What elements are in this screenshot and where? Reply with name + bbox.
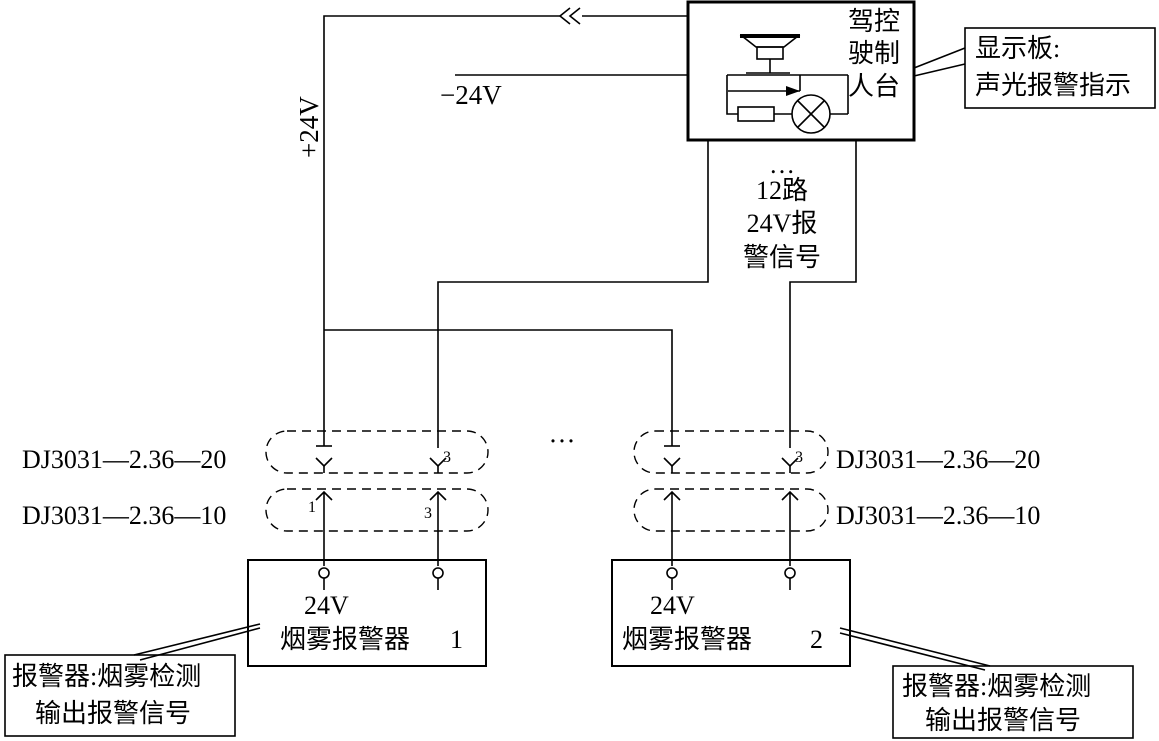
alarm-1-number: 1	[450, 625, 463, 654]
alarm-2-voltage: 24V	[650, 591, 695, 620]
negative-voltage-label: −24V	[440, 80, 502, 110]
alarm-1-callout: 报警器:烟雾检测 输出报警信号	[4, 623, 261, 737]
connector-left: DJ3031—2.36—20 DJ3031—2.36—10 1 3 3	[22, 430, 489, 566]
connector-left-top-model: DJ3031—2.36—20	[22, 445, 226, 474]
alarm-2-note-line-1: 报警器:烟雾检测	[902, 672, 1091, 701]
connector-right-bottom-model: DJ3031—2.36—10	[836, 501, 1040, 530]
alarm-2-name: 烟雾报警器	[622, 625, 752, 654]
driver-console: 驾控 驶制 人台	[686, 0, 916, 142]
resistor-icon	[737, 106, 775, 122]
alarm-2-terminal-1	[666, 567, 678, 579]
alarm-1-name: 烟雾报警器	[280, 625, 410, 654]
connector-left-pin-1-label: 1	[308, 499, 316, 516]
connector-right-top-model: DJ3031—2.36—20	[836, 445, 1040, 474]
signal-note-line-3: 24V报	[747, 209, 818, 238]
connector-left-top-plug	[265, 430, 489, 474]
connector-left-bottom-model: DJ3031—2.36—10	[22, 501, 226, 530]
signal-lines: … 12路 24V报 警信号	[437, 140, 857, 430]
connector-left-pin-3-bottom-label: 3	[424, 505, 432, 522]
alarm-1-terminal-1	[318, 567, 330, 579]
connector-left-pin-3-top-label: 3	[443, 449, 451, 466]
connector-right: DJ3031—2.36—20 DJ3031—2.36—10 3	[633, 430, 1040, 566]
smoke-alarm-1: 24V 烟雾报警器 1	[247, 559, 487, 667]
alarm-1-note-line-1: 报警器:烟雾检测	[12, 662, 201, 691]
connector-right-pin-3-label: 3	[795, 449, 803, 466]
alarm-1-voltage: 24V	[304, 591, 349, 620]
display-board-line-2: 声光报警指示	[975, 71, 1131, 100]
negative-supply-line: −24V	[440, 74, 688, 110]
connector-left-bottom-plug	[265, 488, 489, 532]
alarm-2-terminal-3	[784, 567, 796, 579]
connector-right-top-plug	[633, 430, 829, 474]
console-box	[686, 0, 916, 142]
alarm-1-terminal-3	[432, 567, 444, 579]
signal-note-line-4: 警信号	[743, 243, 821, 272]
console-label-line-2: 驶制	[848, 39, 900, 68]
alarm-circuit	[726, 74, 849, 122]
smoke-alarm-2: 24V 烟雾报警器 2	[611, 559, 851, 667]
connector-right-bottom-plug	[633, 488, 829, 532]
display-board-line-1: 显示板:	[975, 34, 1060, 63]
alarm-1-note-line-2: 输出报警信号	[35, 699, 191, 728]
connector-ellipsis: ···	[549, 426, 576, 456]
lamp-icon	[791, 94, 831, 134]
positive-supply-line: +24V	[294, 7, 688, 430]
alarm-2-note-line-2: 输出报警信号	[925, 706, 1081, 735]
signal-note-line-1: …	[769, 150, 795, 179]
speaker-icon	[739, 34, 801, 74]
display-board-callout: 显示板: 声光报警指示	[913, 27, 1156, 109]
positive-voltage-label: +24V	[294, 96, 324, 158]
alarm-2-callout: 报警器:烟雾检测 输出报警信号	[839, 627, 1134, 739]
console-label-line-3: 人台	[848, 72, 900, 101]
console-label-line-1: 驾控	[848, 7, 900, 36]
signal-note-line-2: 12路	[756, 176, 808, 205]
alarm-2-number: 2	[810, 625, 823, 654]
